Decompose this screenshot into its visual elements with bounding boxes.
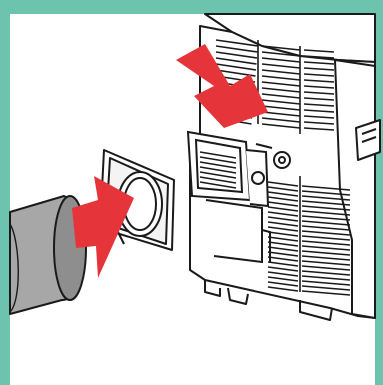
illustration-frame [0, 0, 383, 385]
hose-installation-illustration [0, 0, 383, 385]
